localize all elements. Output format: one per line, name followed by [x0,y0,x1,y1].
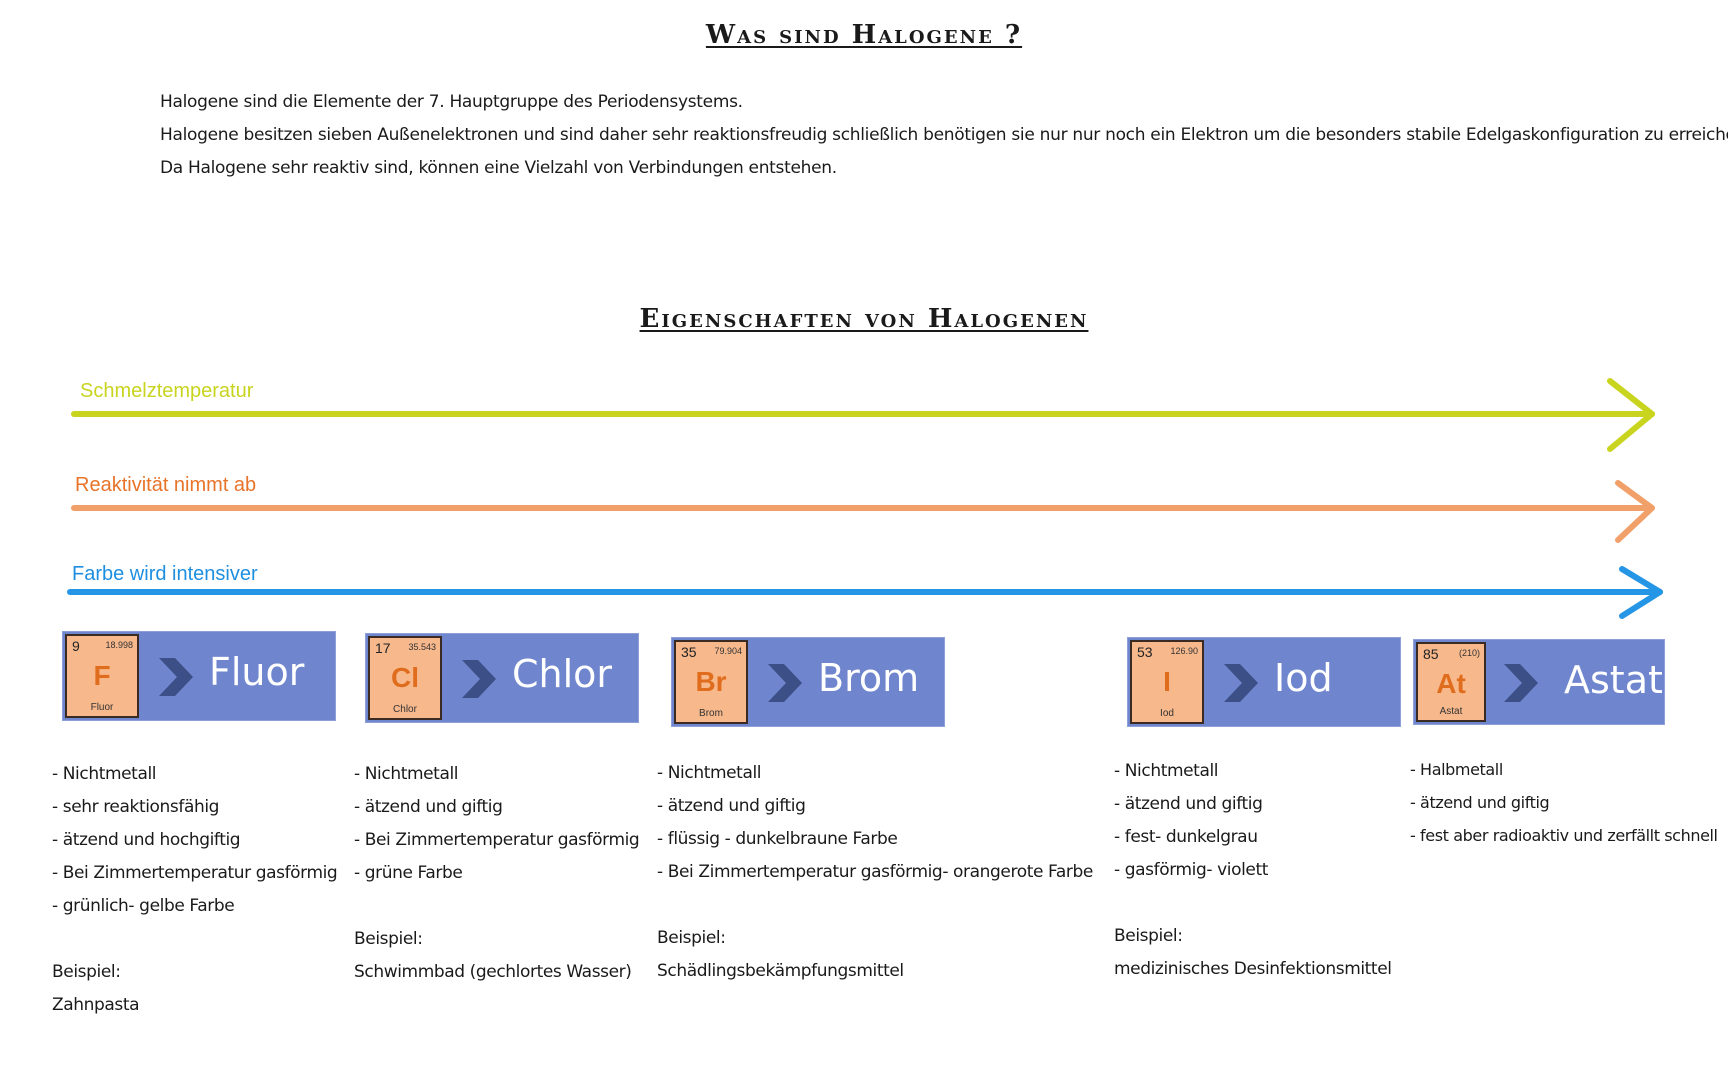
properties-brom: - Nichtmetall - ätzend und giftig - flüs… [657,757,1093,988]
section-title-text: Eigenschaften von Halogenen [639,304,1089,334]
example-value: Zahnpasta [52,995,140,1015]
property-item: - Bei Zimmertemperatur gasförmig- orange… [657,862,1093,882]
trend-arrow-reactivity [71,480,1655,543]
element-name: Brom [818,656,920,700]
properties-chlor: - Nichtmetall - ätzend und giftig - Bei … [354,758,640,989]
property-item: - ätzend und giftig [1410,793,1550,812]
tile-name: Chlor [393,704,417,715]
element-tile: 9 18.998 F Fluor [65,634,139,718]
atomic-number: 53 [1137,644,1153,660]
intro-line: Da Halogene sehr reaktiv sind, können ei… [160,158,837,178]
example-value: Schädlingsbekämpfungsmittel [657,961,904,981]
property-item: - flüssig - dunkelbraune Farbe [657,829,898,849]
property-item: - Nichtmetall [52,764,157,784]
page-title: Was sind Halogene ? [0,20,1728,50]
intro-line: Halogene sind die Elemente der 7. Hauptg… [160,92,743,112]
example-value: medizinisches Desinfektionsmittel [1114,959,1392,979]
tile-name: Fluor [90,702,114,713]
element-tile: 35 79.904 Br Brom [674,640,748,724]
trend-arrow-color [67,566,1663,619]
property-item: - gasförmig- violett [1114,860,1268,880]
element-name: Chlor [512,652,613,696]
arrow-head [1607,378,1655,452]
atomic-mass: (210) [1458,648,1480,658]
property-item: - ätzend und giftig [354,797,503,817]
property-item: - ätzend und hochgiftig [52,830,241,850]
atomic-number: 85 [1423,646,1439,662]
arrow-head [1619,566,1663,619]
example-label: Beispiel: [657,928,726,948]
chevron-right-icon [159,658,193,696]
property-item: - fest aber radioaktiv und zerfällt schn… [1410,826,1718,845]
element-card-iod: 53 126.90 I Iod Iod [1128,638,1400,726]
atomic-mass: 79.904 [714,646,742,656]
chevron-right-icon [1504,664,1538,702]
element-card-chlor: 17 35.543 Cl Chlor Chlor [366,634,638,722]
property-item: - ätzend und giftig [657,796,806,816]
element-symbol: At [1436,668,1466,699]
section-title: Eigenschaften von Halogenen [0,304,1728,334]
property-item: - Bei Zimmertemperatur gasförmig [354,830,640,850]
element-name: Fluor [209,650,305,694]
element-symbol: F [93,660,111,691]
properties-astat: - Halbmetall - ätzend und giftig - fest … [1410,753,1718,852]
example-label: Beispiel: [1114,926,1183,946]
property-item: - fest- dunkelgrau [1114,827,1258,847]
atomic-number: 35 [681,644,697,660]
tile-name: Brom [699,708,723,719]
property-item: - Nichtmetall [1114,761,1219,781]
property-item: - ätzend und giftig [1114,794,1263,814]
atomic-number: 9 [72,638,80,654]
element-tile: 53 126.90 I Iod [1130,640,1204,724]
trend-label-color: Farbe wird intensiver [72,563,258,585]
element-tile: 17 35.543 Cl Chlor [368,636,442,720]
trend-arrow-melting [71,378,1655,452]
intro-line: Halogene besitzen sieben Außenelektronen… [160,125,1728,145]
element-symbol: Br [695,666,727,697]
property-item: - Nichtmetall [657,763,762,783]
atomic-number: 17 [375,640,391,656]
element-symbol: Cl [391,662,419,693]
property-item: - Nichtmetall [354,764,459,784]
properties-iod: - Nichtmetall - ätzend und giftig - fest… [1114,755,1392,986]
chevron-right-icon [1224,664,1258,702]
atomic-mass: 35.543 [408,642,436,652]
intro-text: Halogene sind die Elemente der 7. Hauptg… [160,86,1728,185]
element-name: Astat [1564,658,1663,702]
tile-name: Iod [1160,708,1174,719]
page-title-text: Was sind Halogene ? [705,20,1023,50]
element-card-astat: 85 (210) At Astat Astat [1414,640,1664,724]
example-label: Beispiel: [52,962,121,982]
element-card-brom: 35 79.904 Br Brom Brom [672,638,944,726]
example-value: Schwimmbad (gechlortes Wasser) [354,962,632,982]
element-name: Iod [1274,656,1333,700]
arrow-head [1615,480,1655,543]
property-item: - Halbmetall [1410,760,1503,779]
element-symbol: I [1163,666,1171,697]
chevron-right-icon [768,664,802,702]
property-item: - grünlich- gelbe Farbe [52,896,235,916]
chevron-right-icon [462,660,496,698]
example-label: Beispiel: [354,929,423,949]
property-item: - Bei Zimmertemperatur gasförmig [52,863,338,883]
atomic-mass: 18.998 [105,640,133,650]
tile-name: Astat [1439,706,1463,717]
trend-label-melting: Schmelztemperatur [80,380,254,402]
property-item: - grüne Farbe [354,863,463,883]
element-card-fluor: 9 18.998 F Fluor Fluor [63,632,335,720]
atomic-mass: 126.90 [1170,646,1198,656]
trend-arrows [67,378,1663,619]
element-tile: 85 (210) At Astat [1416,642,1486,722]
trend-label-reactivity: Reaktivität nimmt ab [75,474,257,496]
property-item: - sehr reaktionsfähig [52,797,220,817]
properties-fluor: - Nichtmetall - sehr reaktionsfähig - ät… [52,758,338,1022]
